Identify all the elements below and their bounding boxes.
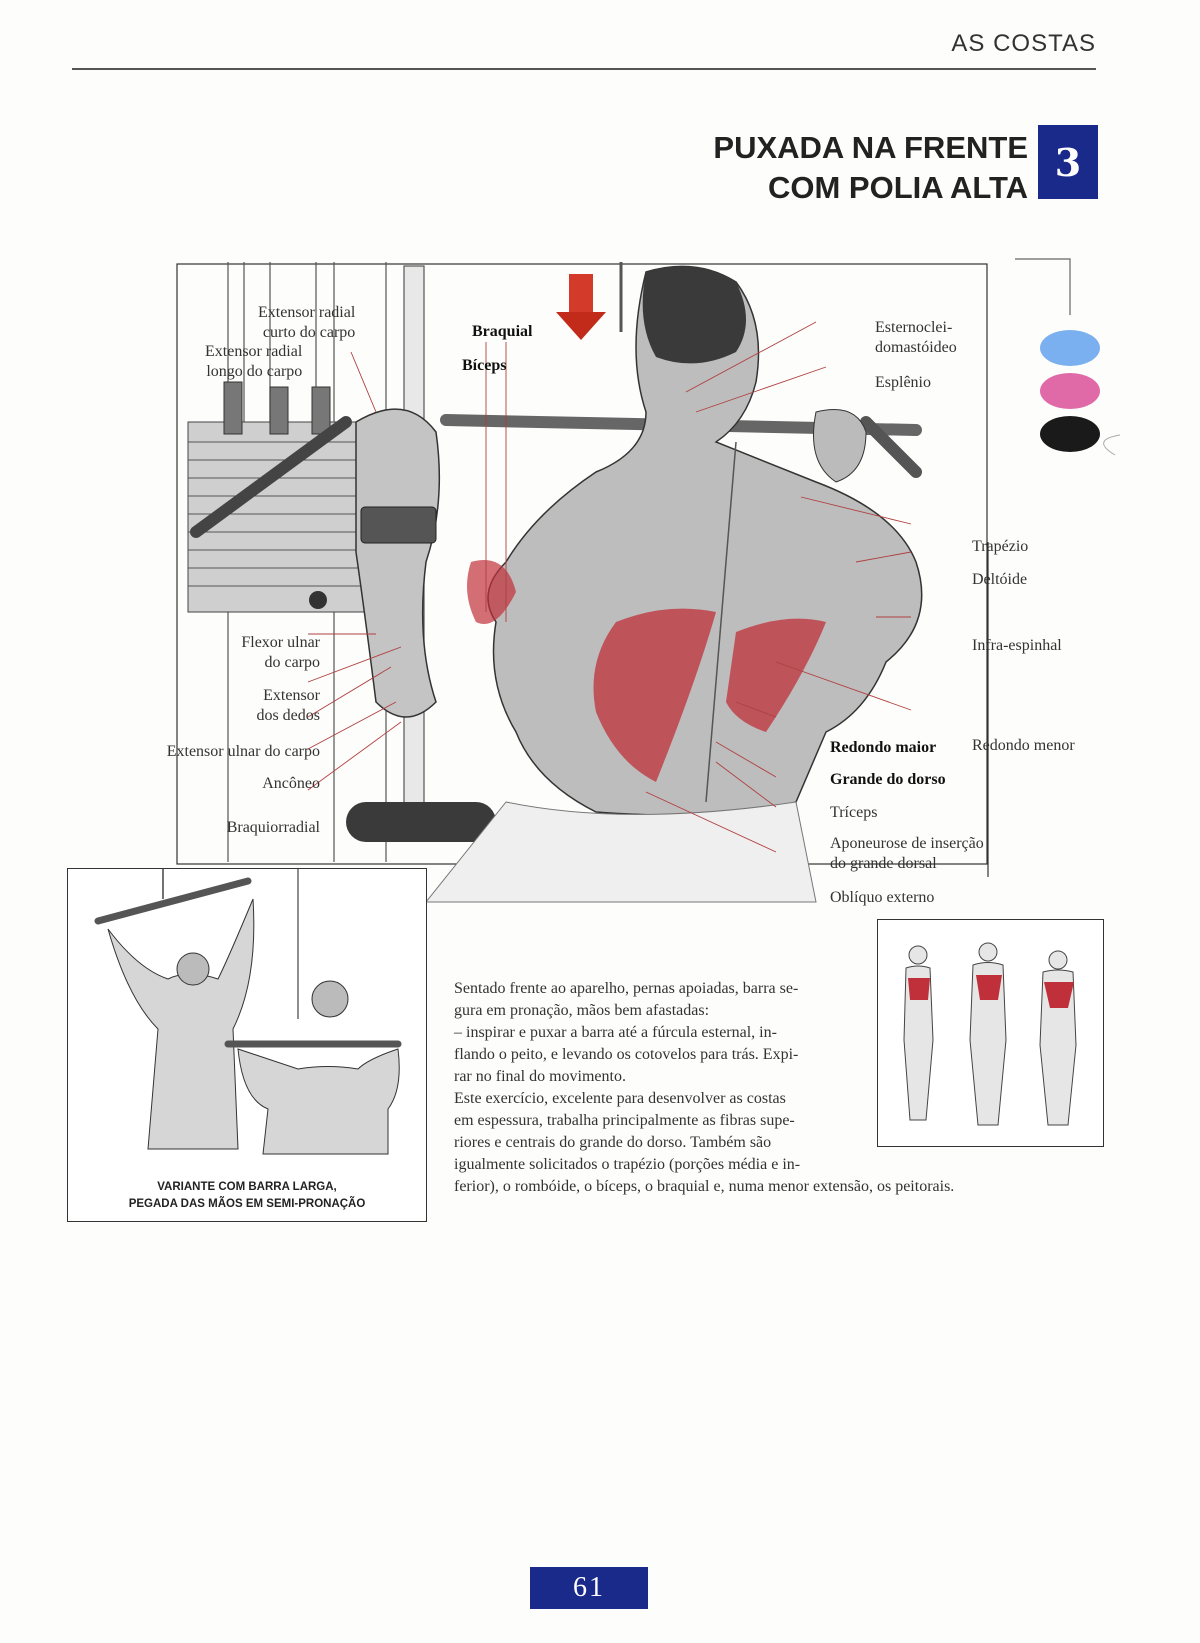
label-extensor-dedos-line1: Extensor bbox=[263, 687, 320, 704]
label-flexor-ulnar-line2: do carpo bbox=[264, 654, 320, 671]
label-esternocleido-line2: domastóideo bbox=[875, 339, 957, 356]
description-line9: igualmente solicitados o trapézio (porçõ… bbox=[454, 1156, 801, 1173]
exercise-description: Sentado frente ao aparelho, pernas apoia… bbox=[454, 978, 846, 1176]
label-aponeurose: Aponeurose de inserção do grande dorsal bbox=[830, 834, 984, 874]
variant-caption-line2: PEGADA DAS MÃOS EM SEMI-PRONAÇÃO bbox=[128, 1198, 366, 1210]
weight-stack-icon bbox=[187, 381, 389, 613]
variant-caption-line1: VARIANTE COM BARRA LARGA, bbox=[157, 1181, 337, 1193]
description-line1: Sentado frente ao aparelho, pernas apoia… bbox=[454, 980, 799, 997]
label-extensor-radial-curto-line1: Extensor radial bbox=[258, 304, 356, 321]
legend-dot-black bbox=[1040, 416, 1100, 452]
header-rule bbox=[72, 68, 1096, 70]
label-infra-espinhal: Infra-espinhal bbox=[972, 637, 1062, 654]
label-triceps: Tríceps bbox=[830, 804, 878, 821]
exercise-title-line1: PUXADA NA FRENTE bbox=[713, 130, 1028, 165]
description-line2: gura em pronação, mãos bem afastadas: bbox=[454, 1002, 710, 1019]
label-extensor-dedos: Extensor dos dedos bbox=[228, 686, 320, 726]
athlete-back-figure bbox=[467, 265, 923, 817]
label-grande-do-dorso: Grande do dorso bbox=[830, 771, 946, 788]
section-title: AS COSTAS bbox=[951, 30, 1096, 57]
label-extensor-radial-longo-line2: longo do carpo bbox=[206, 363, 303, 380]
description-line5: rar no final do movimento. bbox=[454, 1068, 626, 1085]
label-esternocleidomastoideo: Esternoclei- domastóideo bbox=[875, 318, 957, 358]
variant-figures-illustration bbox=[94, 869, 402, 1155]
label-redondo-maior: Redondo maior bbox=[830, 739, 937, 756]
label-extensor-radial-longo-line1: Extensor radial bbox=[205, 343, 303, 360]
label-esplenio: Esplênio bbox=[875, 374, 931, 391]
label-extensor-radial-curto-line2: curto do carpo bbox=[262, 324, 356, 341]
description-line7: em espessura, trabalha principalmente as… bbox=[454, 1112, 795, 1129]
description-line4: flando o peito, e levando os cotovelos p… bbox=[454, 1046, 799, 1063]
muscle-map-box bbox=[877, 919, 1104, 1147]
label-flexor-ulnar: Flexor ulnar do carpo bbox=[228, 633, 320, 673]
legend-bracket bbox=[1015, 258, 1121, 456]
variant-caption: VARIANTE COM BARRA LARGA, PEGADA DAS MÃO… bbox=[68, 1179, 426, 1213]
muscle-map-illustration bbox=[903, 942, 1077, 1126]
leader-lines bbox=[307, 321, 912, 853]
legend-dot-blue bbox=[1040, 330, 1100, 366]
label-anconeo: Ancôneo bbox=[262, 775, 320, 792]
label-flexor-ulnar-line1: Flexor ulnar bbox=[241, 634, 320, 651]
exercise-title: PUXADA NA FRENTE COM POLIA ALTA bbox=[713, 128, 1028, 208]
description-line3: – inspirar e puxar a barra até a fúrcula… bbox=[454, 1024, 777, 1041]
page-number: 61 bbox=[530, 1567, 648, 1609]
label-esternocleido-line1: Esternoclei- bbox=[875, 319, 953, 336]
legend-dot-pink bbox=[1040, 373, 1100, 409]
description-line8: riores e centrais do grande do dorso. Ta… bbox=[454, 1134, 772, 1151]
exercise-title-line2: COM POLIA ALTA bbox=[767, 170, 1028, 205]
chapter-badge: 3 bbox=[1038, 125, 1098, 199]
main-anatomy-illustration bbox=[176, 262, 989, 903]
label-redondo-menor: Redondo menor bbox=[972, 737, 1075, 754]
description-line10: ferior), o rombóide, o bíceps, o braquia… bbox=[454, 1178, 955, 1195]
label-braquial: Braquial bbox=[472, 323, 533, 340]
label-biceps: Bíceps bbox=[462, 357, 507, 374]
label-extensor-dedos-line2: dos dedos bbox=[256, 707, 320, 724]
label-deltoide: Deltóide bbox=[972, 571, 1028, 588]
label-extensor-radial-longo: Extensor radial longo do carpo bbox=[205, 342, 302, 382]
label-extensor-ulnar: Extensor ulnar do carpo bbox=[166, 743, 320, 760]
label-extensor-radial-curto: Extensor radial curto do carpo bbox=[258, 303, 355, 343]
label-aponeurose-line1: Aponeurose de inserção bbox=[830, 835, 984, 852]
label-braquiorradial: Braquiorradial bbox=[226, 819, 320, 836]
label-trapezio: Trapézio bbox=[972, 538, 1029, 555]
down-arrow-icon bbox=[556, 274, 606, 340]
label-obliquo-externo: Oblíquo externo bbox=[830, 889, 935, 906]
label-aponeurose-line2: do grande dorsal bbox=[830, 855, 937, 872]
description-line6: Este exercício, excelente para desenvolv… bbox=[454, 1090, 786, 1107]
variant-illustration-box: VARIANTE COM BARRA LARGA, PEGADA DAS MÃO… bbox=[67, 868, 427, 1222]
